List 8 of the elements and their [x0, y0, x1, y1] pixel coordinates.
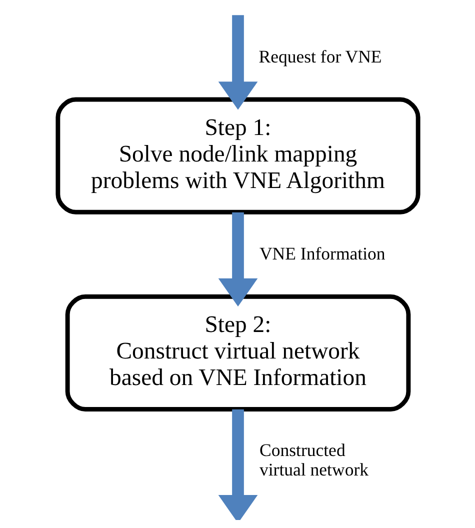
node-box: Step 1: Solve node/link mapping problems with VNE Algorithm — [55, 97, 420, 214]
edge-label: Constructed virtual network — [258, 440, 368, 480]
edge-label: Request for VNE — [258, 46, 382, 67]
node-box: Step 2: Construct virtual network based on VNE Information — [64, 294, 410, 412]
arrow — [218, 212, 258, 307]
arrow — [218, 15, 258, 110]
edge-label: VNE Information — [258, 244, 385, 264]
arrow — [218, 409, 258, 520]
